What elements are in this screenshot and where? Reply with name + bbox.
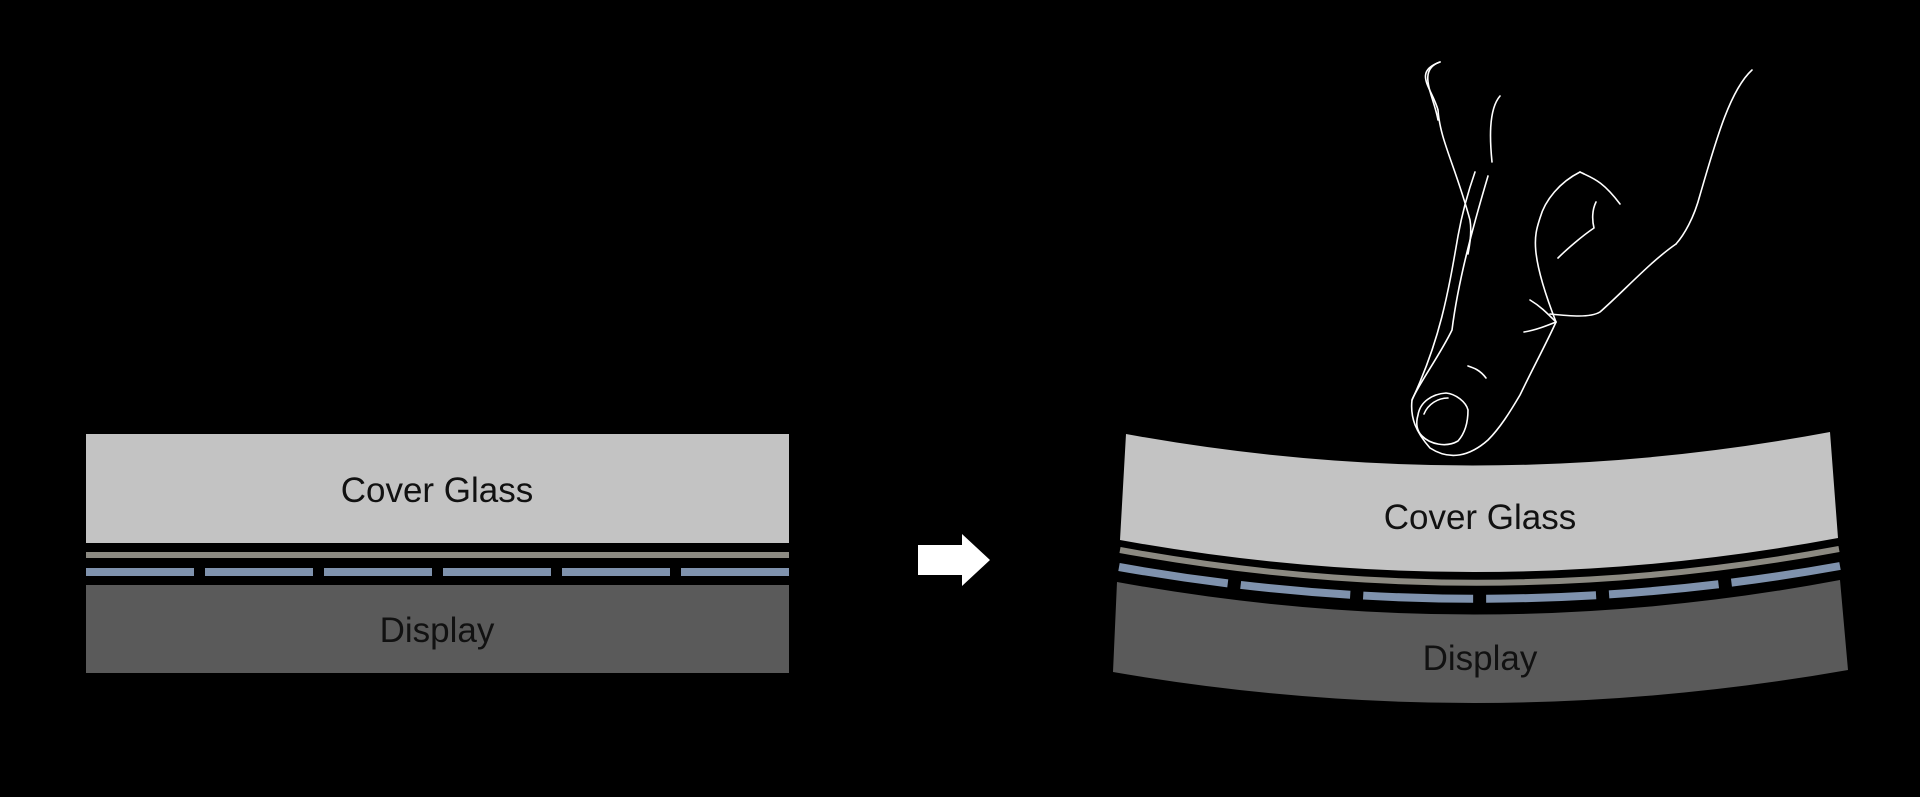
- pressing-finger-icon: [1410, 61, 1753, 457]
- electrode-segment: [324, 568, 432, 576]
- cover-glass-label: Cover Glass: [1384, 498, 1577, 537]
- sensor-layer: [86, 552, 789, 558]
- cover-glass-label: Cover Glass: [341, 471, 534, 510]
- cover-glass-layer: [1120, 432, 1838, 573]
- display-layer: [86, 585, 789, 673]
- sensor-layer: [1119, 546, 1840, 586]
- bent-stack: Cover Glass Display: [1113, 432, 1848, 704]
- display-label: Display: [380, 611, 495, 650]
- cover-glass-layer: [86, 434, 789, 543]
- electrode-segment: [205, 568, 313, 576]
- electrode-segment: [681, 568, 789, 576]
- electrode-segments: [1118, 562, 1841, 603]
- right-arrow-icon: [918, 534, 990, 586]
- display-layer: [1113, 580, 1848, 704]
- electrode-segments: [86, 568, 789, 576]
- electrode-segment: [443, 568, 551, 576]
- display-label: Display: [1423, 639, 1538, 678]
- electrode-segment: [86, 568, 194, 576]
- electrode-segment: [562, 568, 670, 576]
- flat-stack: Cover Glass Display: [86, 434, 789, 673]
